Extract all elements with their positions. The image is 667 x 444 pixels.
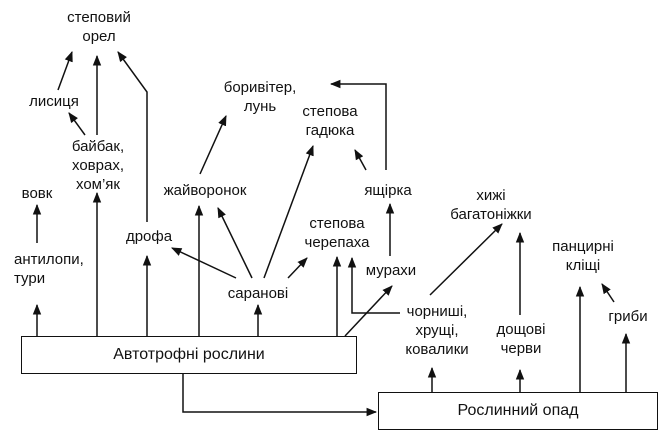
box-plant-litter: Рослинний опад <box>378 392 658 430</box>
node-lark: жайворонок <box>163 182 247 199</box>
node-turtle: степова черепаха <box>304 215 370 251</box>
arrow-beetles-centipedes <box>429 223 503 296</box>
node-beetles: чорниші, хрущі, ковалики <box>405 303 469 358</box>
arrow-lark-kestrel <box>199 115 227 175</box>
node-mites: панцирні кліщі <box>552 238 614 274</box>
node-antelope: антилопи, тури <box>14 251 84 287</box>
arrow-lizard-kestrel <box>329 79 387 170</box>
arrow-beetles-turtle <box>347 256 400 314</box>
node-locust: саранові <box>227 285 289 302</box>
arrow-plants-ants <box>344 285 393 337</box>
node-wolf: вовк <box>21 185 53 202</box>
node-worms: дощові черви <box>496 321 546 357</box>
node-fox: лисиця <box>29 93 79 110</box>
node-bustard: дрофа <box>125 228 173 245</box>
node-kestrel: боривітер, лунь <box>223 79 297 115</box>
node-fungi: гриби <box>608 308 648 325</box>
node-ants: мурахи <box>365 262 417 279</box>
arrow-plants-litter <box>182 374 378 417</box>
node-steppe-eagle: степовий орел <box>67 9 131 45</box>
arrow-locust-lark <box>217 207 253 279</box>
node-marmot: байбак, ховрах, хом’як <box>71 138 125 193</box>
arrow-locust-viper <box>263 145 314 279</box>
arrow-bustard-eagle <box>117 51 148 222</box>
arrow-fungi-mites <box>601 283 615 303</box>
arrow-lizard-viper <box>354 149 367 171</box>
node-viper: степова гадюка <box>302 103 358 139</box>
node-centipedes: хижі багатоніжки <box>450 187 532 223</box>
arrow-locust-bustard <box>171 247 237 279</box>
arrow-fox-eagle <box>57 51 73 91</box>
box-autotrophic-plants: Автотрофні рослини <box>21 336 357 374</box>
node-lizard: ящірка <box>364 182 412 199</box>
arrow-locust-turtle <box>287 257 308 279</box>
arrow-marmot-fox <box>68 112 86 136</box>
